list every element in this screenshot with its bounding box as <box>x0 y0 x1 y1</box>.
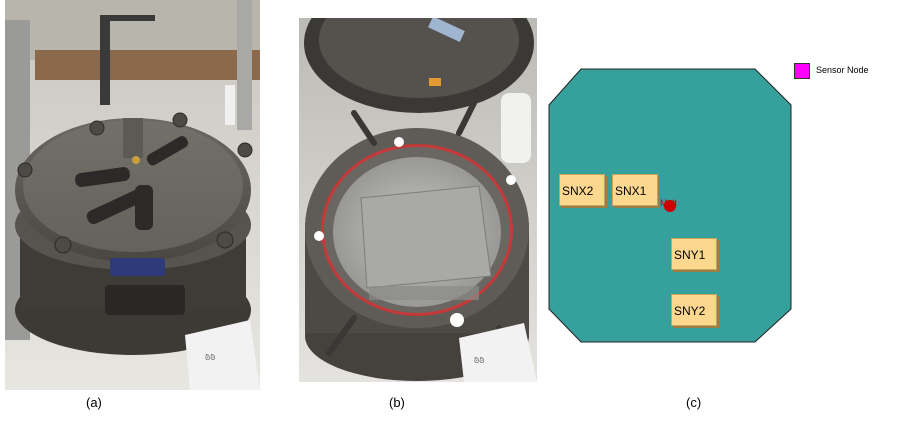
svg-text:ಠಿಠಿ: ಠಿಠಿ <box>205 352 216 363</box>
open-chamber-photo: ಠಿಠಿ <box>299 18 537 382</box>
sensor-node-sny1: SNY1 <box>671 238 717 270</box>
melt-point-icon <box>664 200 676 212</box>
legend-label: Sensor Node <box>816 65 869 75</box>
sensor-node-snx1: SNX1 <box>612 174 658 206</box>
svg-text:ಠಿಠಿ: ಠಿಠಿ <box>474 355 485 366</box>
legend-swatch-sensor-node <box>794 63 810 79</box>
sensor-node-sny2: SNY2 <box>671 294 717 326</box>
closed-chamber-photo: ಠಿಠಿ <box>5 0 260 390</box>
photo-closed-chamber: ಠಿಠಿ <box>5 0 260 390</box>
sensor-node-snx2: SNX2 <box>559 174 605 206</box>
caption-a: (a) <box>86 395 102 410</box>
melt-label: Melt <box>660 198 678 208</box>
photo-open-chamber: ಠಿಠಿ <box>299 18 537 382</box>
caption-c: (c) <box>686 395 702 410</box>
caption-b: (b) <box>389 395 405 410</box>
